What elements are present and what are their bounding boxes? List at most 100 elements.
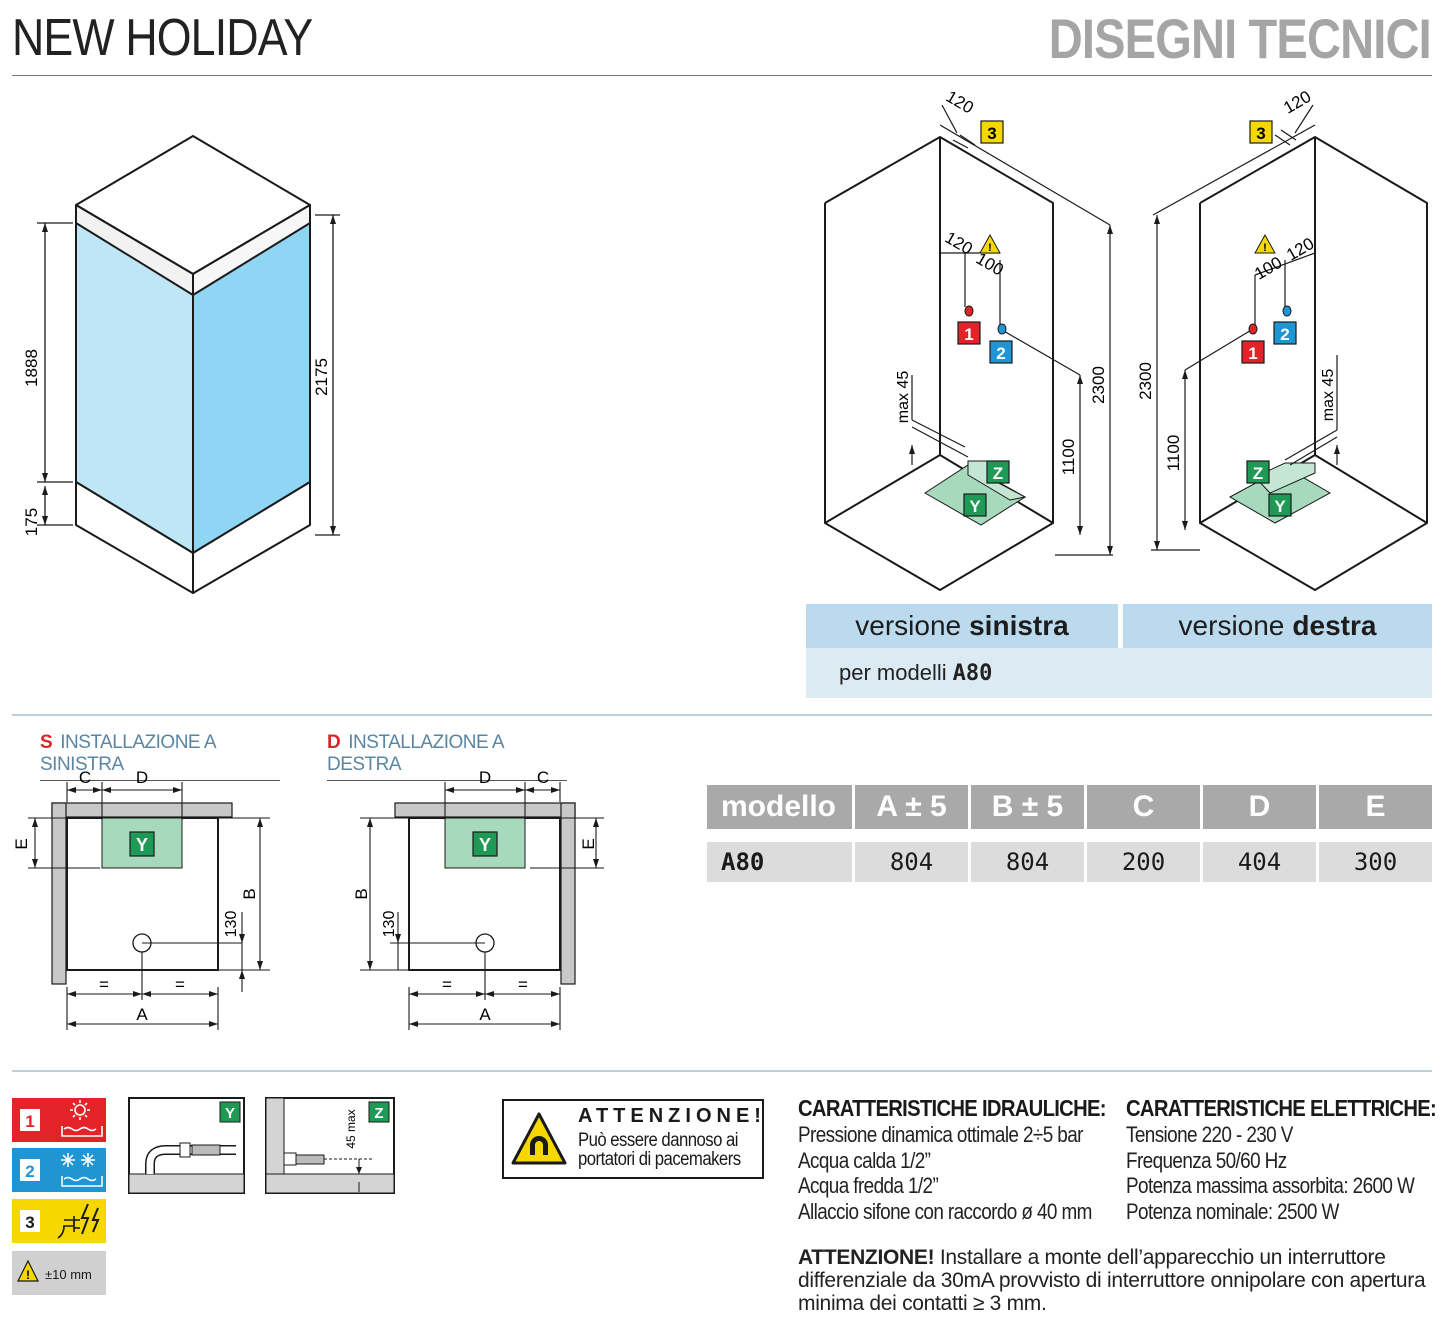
- badge-z-right: Z: [1253, 464, 1263, 483]
- badge-2-left: 2: [996, 344, 1005, 363]
- attention-line-1: Può essere dannoso ai: [578, 1130, 738, 1151]
- plan-right-a: A: [479, 1005, 491, 1024]
- spec-table-header: modello A ± 5 B ± 5 C D E: [707, 785, 1432, 829]
- col-header: E: [1319, 785, 1432, 829]
- plan-left-b: B: [240, 888, 259, 899]
- version-left-name: sinistra: [969, 610, 1069, 641]
- section-divider: [12, 714, 1432, 716]
- electrical-line: Potenza massima assorbita: 2600 W: [1126, 1173, 1415, 1198]
- plan-right-c: C: [537, 768, 549, 787]
- dim-max-left: max 45: [895, 371, 912, 424]
- models-value: A80: [952, 660, 993, 686]
- badge-y-right: Y: [1274, 497, 1286, 516]
- dim-height-right: 2300: [1136, 362, 1155, 400]
- plan-left-e: E: [12, 838, 31, 849]
- dim-height-left: 2300: [1089, 366, 1108, 404]
- dim-max-right: max 45: [1320, 369, 1337, 422]
- dim-elec-left: 120: [943, 87, 977, 118]
- install-left-letter: S: [40, 732, 53, 753]
- legend-z-dim: 45 max: [344, 1109, 358, 1148]
- install-right-letter: D: [327, 732, 341, 753]
- attention-title: ATTENZIONE!: [578, 1105, 766, 1127]
- legend-y-detail: Y: [128, 1097, 245, 1194]
- electrical-line: Potenza nominale: 2500 W: [1126, 1198, 1339, 1224]
- warning-note: ATTENZIONE! Installare a monte dell’appa…: [798, 1246, 1434, 1315]
- legend-tolerance: ±10 mm: [45, 1267, 92, 1282]
- spec-table: modello A ± 5 B ± 5 C D E A80 804 804 20…: [704, 785, 1435, 882]
- badge-3-right: 3: [1256, 124, 1265, 143]
- page-title: NEW HOLIDAY: [12, 9, 313, 67]
- plan-left-130: 130: [223, 911, 240, 938]
- badge-1-right: 1: [1248, 344, 1257, 363]
- attention-box: ATTENZIONE! Può essere dannoso ai portat…: [502, 1099, 764, 1179]
- electrical-line: Frequenza 50/60 Hz: [1126, 1147, 1287, 1173]
- col-header: D: [1203, 785, 1316, 829]
- legend-badges: 1 2 3 ! ±10 mm: [12, 1098, 106, 1295]
- dim-2175: 2175: [312, 358, 331, 396]
- plan-left-a: A: [136, 1005, 148, 1024]
- section-title: DISEGNI TECNICI: [1048, 7, 1432, 70]
- dim-pipe-a-right: 120: [1283, 234, 1317, 265]
- col-header: A ± 5: [855, 785, 968, 829]
- electrical-title: CARATTERISTICHE ELETTRICHE:: [1126, 1095, 1437, 1121]
- legend-elec-num: 3: [25, 1213, 34, 1232]
- svg-text:!: !: [1263, 242, 1267, 254]
- magnet-warning-icon: [511, 1112, 567, 1165]
- version-prefix: versione: [1178, 610, 1285, 641]
- legend-z-badge: Z: [374, 1105, 383, 1122]
- version-right-name: destra: [1292, 610, 1377, 641]
- warning-note-label: ATTENZIONE!: [798, 1246, 935, 1269]
- attention-line-2: portatori di pacemakers: [578, 1149, 741, 1170]
- plan-right-b: B: [352, 888, 371, 899]
- snowflake-icon: [61, 1153, 103, 1187]
- table-cell: 804: [971, 829, 1084, 882]
- install-left-text: INSTALLAZIONE A SINISTRA: [40, 732, 215, 775]
- dim-elec-right: 120: [1280, 87, 1314, 118]
- hydraulic-line: Acqua calda 1/2”: [798, 1147, 931, 1173]
- legend-hot-num: 1: [25, 1112, 34, 1131]
- svg-text:!: !: [26, 1268, 30, 1282]
- models-prefix: per modelli: [839, 660, 947, 685]
- col-header: B ± 5: [971, 785, 1084, 829]
- version-prefix: versione: [855, 610, 962, 641]
- table-cell: 404: [1203, 829, 1316, 882]
- electrical-line: Tensione 220 - 230 V: [1126, 1122, 1293, 1147]
- plan-left-eq2: =: [175, 975, 185, 994]
- table-row: A80 804 804 200 404 300: [707, 829, 1432, 882]
- legend-z-detail: Z 45 max: [265, 1097, 395, 1194]
- plan-right-e: E: [579, 838, 598, 849]
- warning-note-text: Installare a monte dell’apparecchio un i…: [798, 1246, 1426, 1315]
- tech-drawing-right: ! 120 100 120 2300 1100 max 45 3 1 2 Z Y: [1136, 87, 1428, 591]
- plan-right-eq2: =: [518, 975, 528, 994]
- plan-right-130: 130: [381, 911, 398, 938]
- warning-icon: [17, 1259, 39, 1282]
- electrical-specs: CARATTERISTICHE ELETTRICHE: Tensione 220…: [1126, 1095, 1445, 1224]
- plan-right-d: D: [479, 768, 491, 787]
- tech-drawing-left: ! 120 120 100 2300 1100 max 45 3 1 2 Z Y: [824, 87, 1113, 591]
- dim-drain-left: 1100: [1059, 439, 1078, 476]
- svg-text:!: !: [988, 242, 992, 254]
- badge-3-left: 3: [987, 124, 996, 143]
- plan-left-d: D: [136, 768, 148, 787]
- plan-left-c: C: [79, 768, 91, 787]
- bottom-divider: [12, 1070, 1432, 1072]
- install-plan-right: D C E Y B 130 = = A: [352, 768, 604, 1030]
- table-cell: A80: [707, 829, 852, 882]
- table-cell: 804: [855, 829, 968, 882]
- dim-pipe-b-right: 100: [1251, 253, 1285, 284]
- sun-icon: [61, 1100, 103, 1137]
- install-right-text: INSTALLAZIONE A DESTRA: [327, 732, 504, 775]
- badge-y-left: Y: [969, 497, 981, 516]
- plan-right-y: Y: [479, 835, 491, 855]
- cabin-isometric-drawing: 1888 175 2175: [22, 135, 340, 594]
- plan-left-y: Y: [136, 835, 148, 855]
- header-divider: [12, 75, 1432, 76]
- hydraulic-specs: CARATTERISTICHE IDRAULICHE: Pressione di…: [798, 1095, 1148, 1224]
- legend-y-badge: Y: [225, 1105, 235, 1122]
- dim-1888: 1888: [22, 349, 41, 387]
- dim-pipe-a-left: 120: [942, 228, 976, 259]
